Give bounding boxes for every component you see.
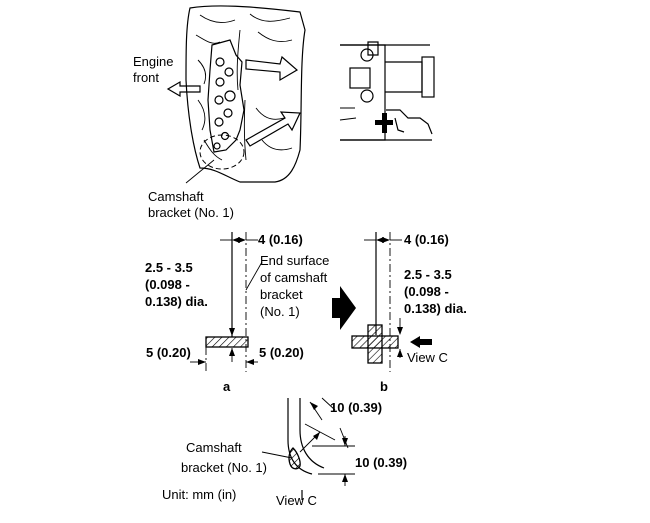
engine-front-arrow xyxy=(166,80,201,98)
figure-b xyxy=(351,232,432,372)
dia-a-line2: (0.098 - xyxy=(145,277,190,292)
unit-label: Unit: mm (in) xyxy=(162,487,236,502)
hollow-arrow-upper xyxy=(245,55,299,82)
camshaft-bracket-label-line1: Camshaft xyxy=(148,189,204,204)
dim-5-left: 5 (0.20) xyxy=(146,345,191,360)
camshaft-bracket-bottom-line2: bracket (No. 1) xyxy=(181,460,267,475)
dia-b-line2: (0.098 - xyxy=(404,284,449,299)
hollow-arrow-lower xyxy=(245,111,301,147)
end-surface-line3: bracket xyxy=(260,287,303,302)
view-c-arrow-icon xyxy=(410,336,432,348)
dim-10-top: 10 (0.39) xyxy=(330,400,382,415)
figure-a-label: a xyxy=(223,379,231,394)
dim-5-right: 5 (0.20) xyxy=(259,345,304,360)
engine-front-label-line2: front xyxy=(133,70,159,85)
end-surface-line2: of camshaft xyxy=(260,270,328,285)
camshaft-bracket-bottom-line1: Camshaft xyxy=(186,440,242,455)
bracket-detail-illustration xyxy=(339,41,435,141)
dim-4-a: 4 (0.16) xyxy=(258,232,303,247)
dim-10-bottom: 10 (0.39) xyxy=(355,455,407,470)
dia-a-line3: 0.138) dia. xyxy=(145,294,208,309)
view-c-detail xyxy=(261,397,355,500)
camshaft-bracket-label-line2: bracket (No. 1) xyxy=(148,205,234,220)
figure-b-label: b xyxy=(380,379,388,394)
dia-b-line1: 2.5 - 3.5 xyxy=(404,267,452,282)
transition-arrow-icon xyxy=(332,286,356,330)
dia-a-line1: 2.5 - 3.5 xyxy=(145,260,193,275)
end-surface-line4: (No. 1) xyxy=(260,304,300,319)
dia-b-line3: 0.138) dia. xyxy=(404,301,467,316)
view-c-caption: View C xyxy=(276,493,317,508)
engine-front-label-line1: Engine xyxy=(133,54,173,69)
end-surface-line1: End surface xyxy=(260,253,329,268)
dim-4-b: 4 (0.16) xyxy=(404,232,449,247)
engine-illustration xyxy=(166,5,306,184)
view-c-pointer-label: View C xyxy=(407,350,448,365)
figure-a xyxy=(190,232,263,372)
